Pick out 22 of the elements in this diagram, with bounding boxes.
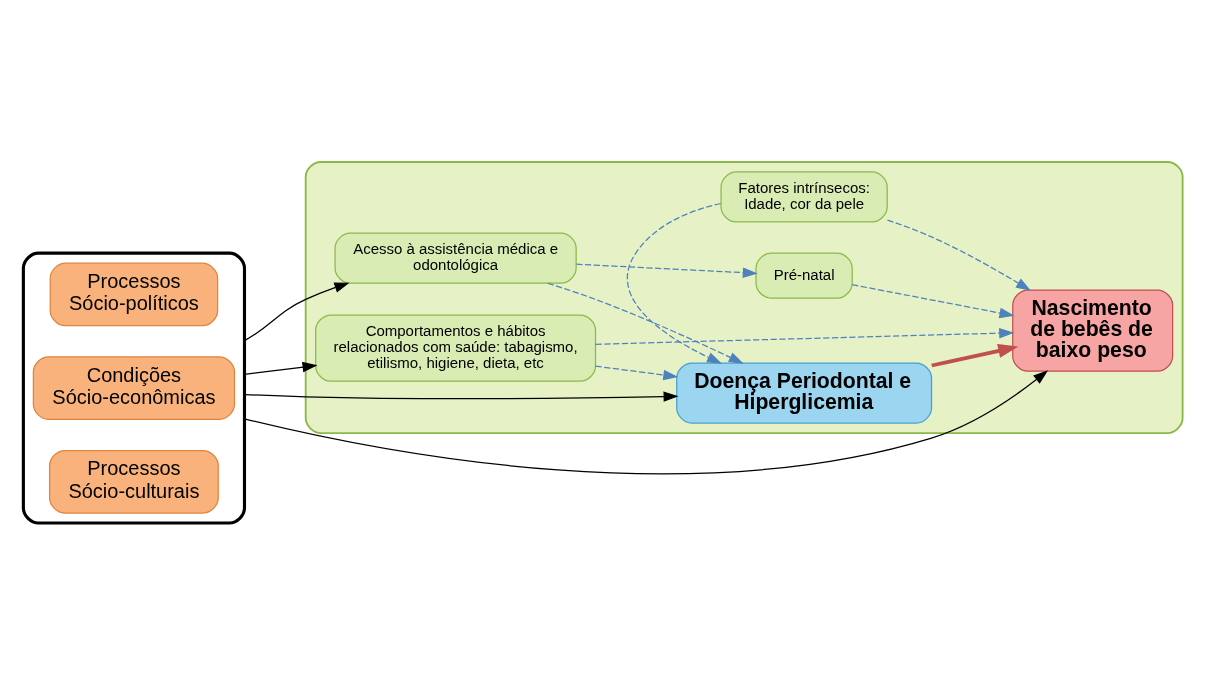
arrow [627, 202, 722, 364]
node-box: Doença Periodontal e Hiperglicemia [676, 362, 933, 424]
node-box: Comportamentos e hábitos relacionados com saúde: tabagismo, etilismo, higiene, dieta, etc [315, 313, 597, 382]
arrow [931, 343, 1019, 367]
node-box: Processos Sócio-culturais [48, 449, 219, 514]
node-box: Processos Sócio-políticos [49, 262, 219, 326]
arrow [851, 283, 1015, 318]
arrow [243, 369, 1049, 474]
arrow [595, 327, 1015, 345]
node-box: Acesso à assistência médica e odontológica [334, 232, 577, 284]
arrow [575, 263, 758, 278]
node-box: Fatores intrínsecos: Idade, cor da pele [720, 170, 888, 223]
cluster [21, 251, 247, 525]
node-box: Pré-natal [755, 252, 853, 299]
arrow [243, 282, 350, 341]
node-box: Condições Sócio-econômicas [32, 355, 236, 420]
arrow [547, 282, 744, 364]
arrow [594, 365, 679, 380]
arrow [243, 390, 679, 402]
arrow [243, 361, 318, 375]
arrow [886, 218, 1031, 291]
node-box: Nascimento de bebês de baixo peso [1012, 288, 1174, 372]
